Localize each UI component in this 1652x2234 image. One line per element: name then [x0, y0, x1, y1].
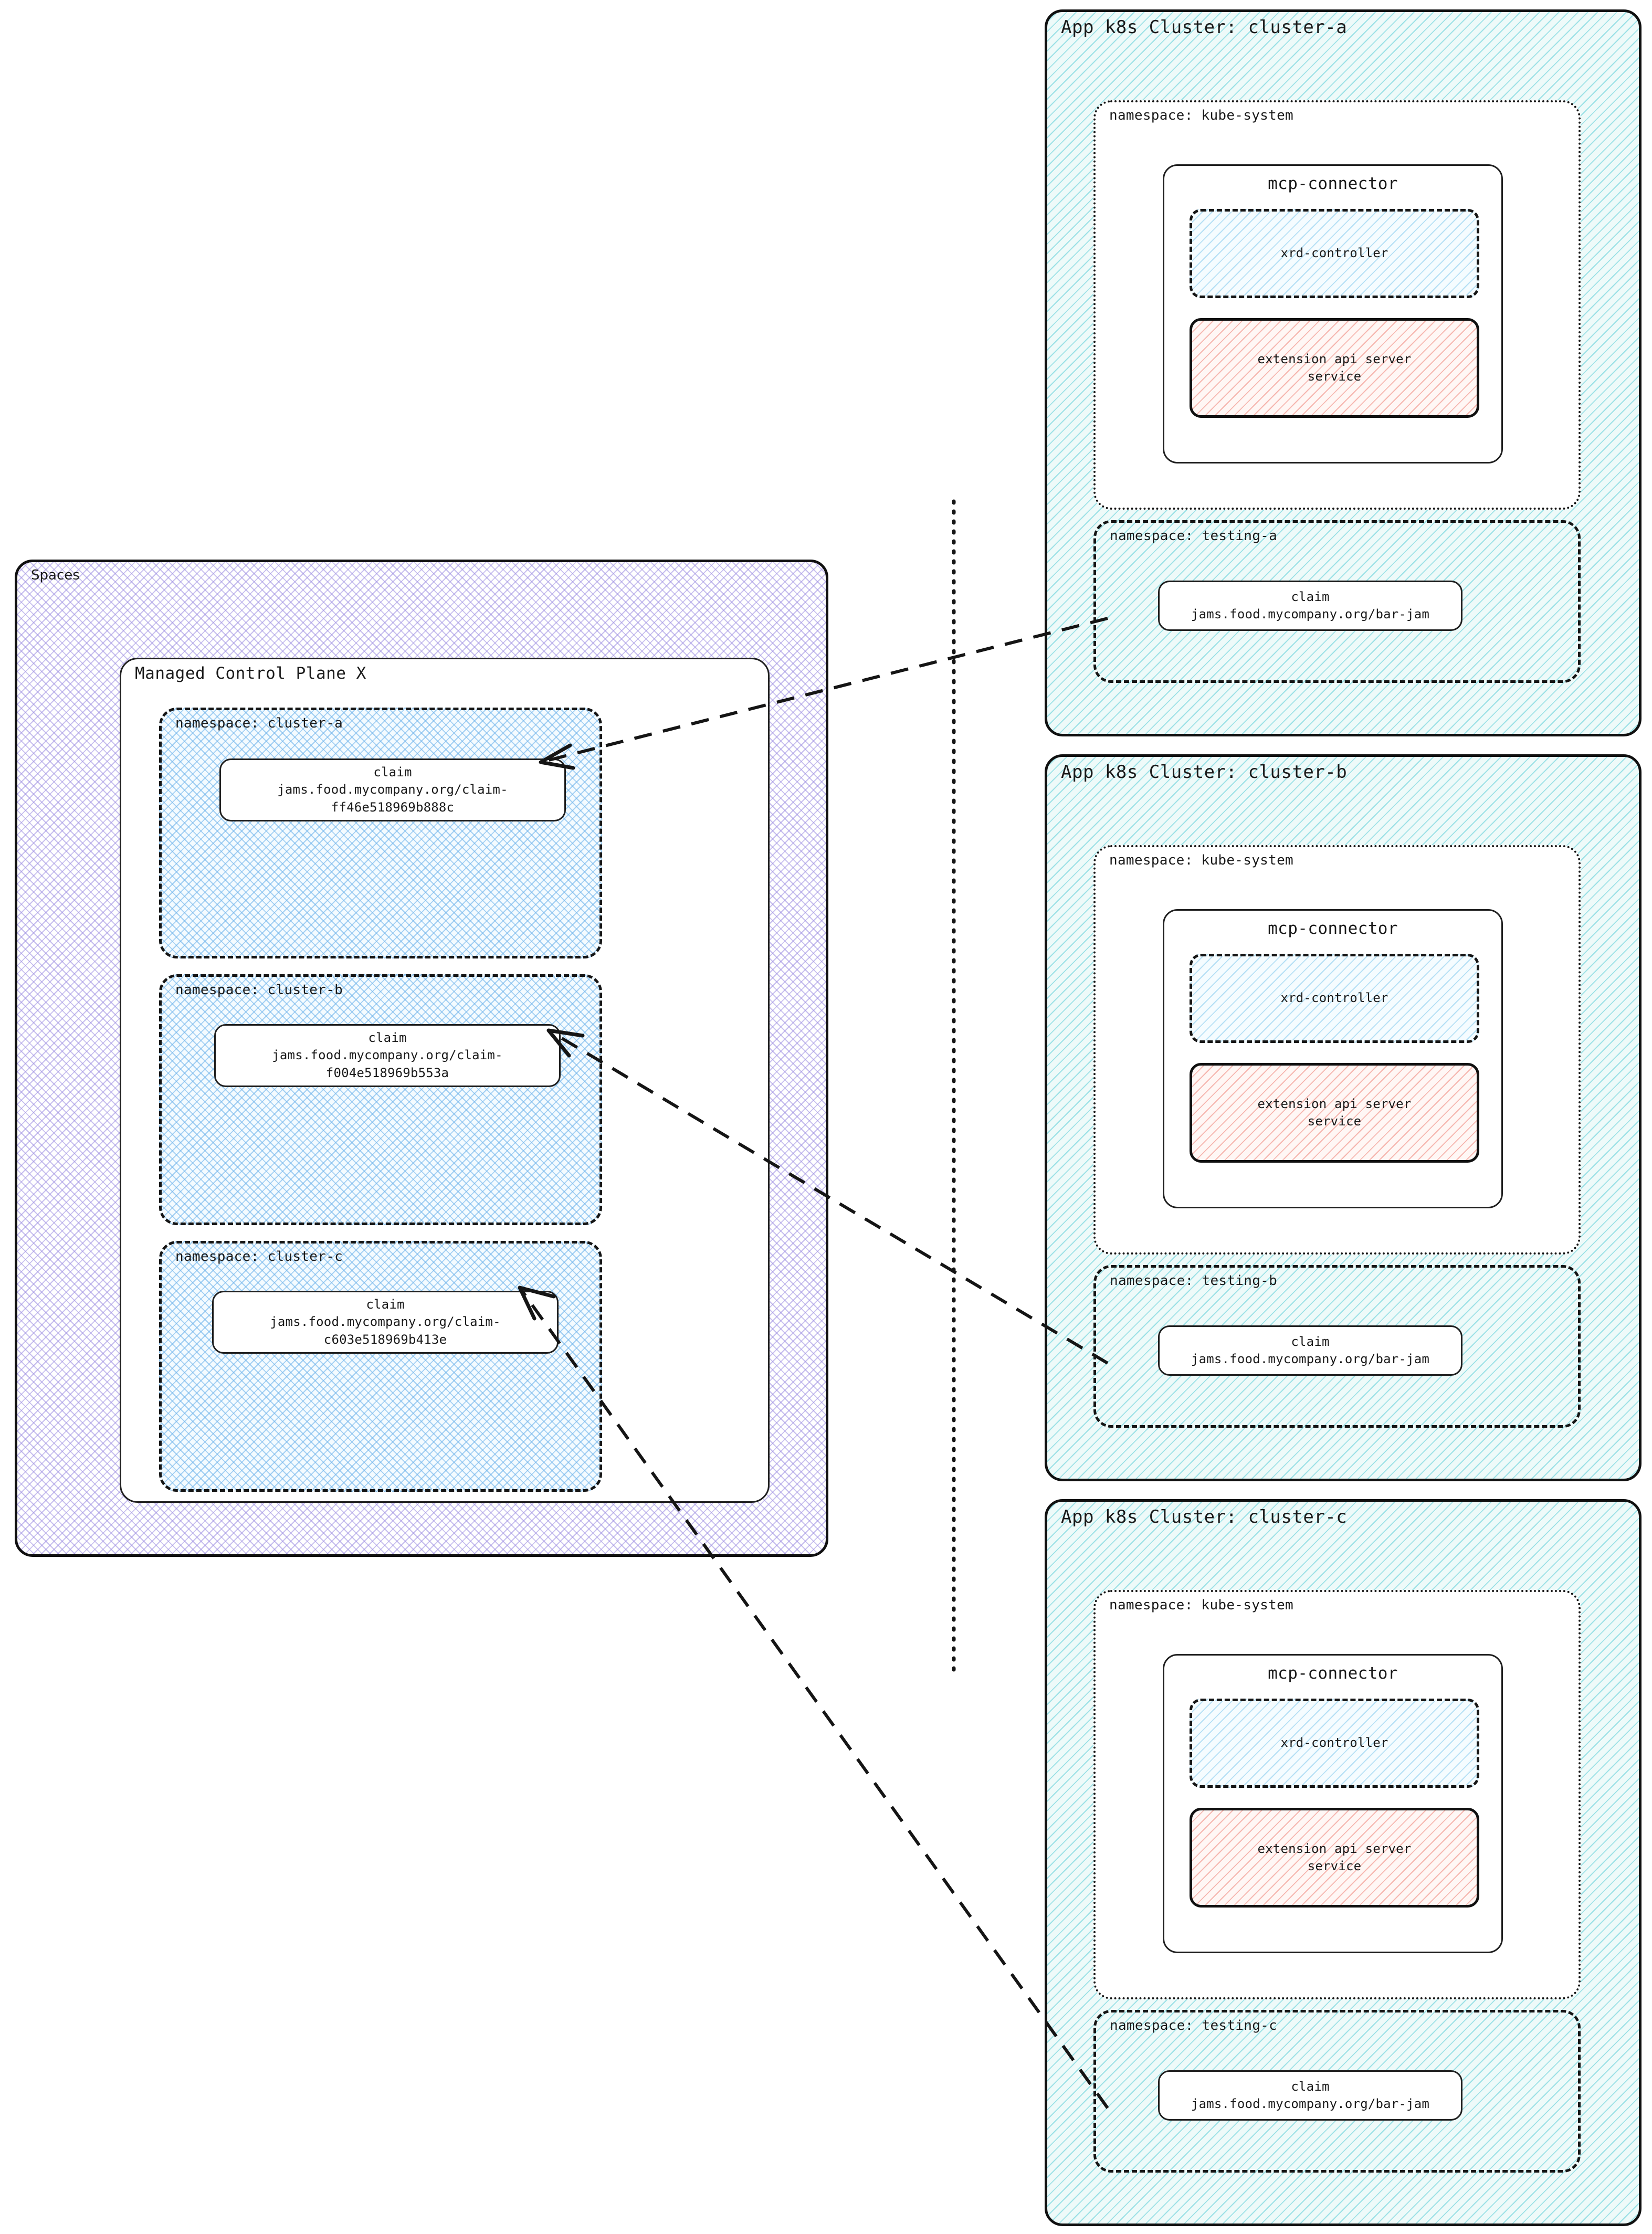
mcp-connector: mcp-connector xrd-controller extension a…	[1163, 164, 1503, 463]
namespace-label: namespace: testing-c	[1110, 2018, 1278, 2033]
xrd-controller-label: xrd-controller	[1280, 246, 1388, 261]
claim-ref-line-2: c603e518969b413e	[323, 1332, 447, 1347]
claim-kind: claim	[1291, 2079, 1330, 2094]
claim-ref-line-1: jams.food.mycompany.org/claim-	[272, 1048, 503, 1063]
cluster-title: App k8s Cluster: cluster-b	[1061, 762, 1348, 783]
api-server-line-2: service	[1307, 369, 1362, 384]
claim-kind: claim	[1291, 589, 1330, 604]
xrd-controller-label: xrd-controller	[1280, 1735, 1388, 1751]
api-server-line-1: extension api server	[1257, 1096, 1412, 1111]
spaces-container: Spaces Managed Control Plane X namespace…	[15, 560, 828, 1557]
namespace-label: namespace: testing-a	[1110, 528, 1278, 544]
cluster-title: App k8s Cluster: cluster-c	[1061, 1506, 1348, 1527]
mcp-connector-title: mcp-connector	[1268, 1664, 1398, 1683]
xrd-controller-node[interactable]: xrd-controller	[1190, 1699, 1479, 1788]
namespace-label: namespace: cluster-c	[175, 1249, 343, 1264]
namespace-testing-a: namespace: testing-a claim jams.food.myc…	[1093, 520, 1581, 683]
namespace-testing-c: namespace: testing-c claim jams.food.myc…	[1093, 2010, 1581, 2173]
extension-api-server-service-node[interactable]: extension api server service	[1190, 1063, 1479, 1163]
namespace-label: namespace: cluster-a	[175, 715, 343, 731]
app-cluster-a: App k8s Cluster: cluster-a namespace: ku…	[1045, 9, 1642, 736]
mcp-connector: mcp-connector xrd-controller extension a…	[1163, 909, 1503, 1208]
namespace-label: namespace: kube-system	[1109, 852, 1293, 868]
claim-kind: claim	[1291, 1334, 1330, 1349]
app-cluster-b: App k8s Cluster: cluster-b namespace: ku…	[1045, 754, 1642, 1481]
claim-node-testing-c[interactable]: claim jams.food.mycompany.org/bar-jam	[1158, 2070, 1462, 2121]
api-server-line-2: service	[1307, 1859, 1362, 1873]
claim-node-testing-b[interactable]: claim jams.food.mycompany.org/bar-jam	[1158, 1325, 1462, 1376]
control-plane-label: Managed Control Plane X	[135, 664, 366, 683]
namespace-label: namespace: testing-b	[1110, 1273, 1278, 1289]
api-server-line-2: service	[1307, 1114, 1362, 1129]
claim-kind: claim	[366, 1297, 405, 1312]
claim-ref-line-1: jams.food.mycompany.org/claim-	[270, 1314, 501, 1330]
claim-ref: jams.food.mycompany.org/bar-jam	[1191, 607, 1430, 621]
claim-kind: claim	[373, 765, 412, 780]
mcp-connector-title: mcp-connector	[1268, 174, 1398, 193]
xrd-controller-node[interactable]: xrd-controller	[1190, 209, 1479, 298]
namespace-kube-system: namespace: kube-system mcp-connector xrd…	[1093, 845, 1581, 1255]
namespace-kube-system: namespace: kube-system mcp-connector xrd…	[1093, 100, 1581, 510]
namespace-cluster-a: namespace: cluster-a claim jams.food.myc…	[159, 708, 602, 958]
namespace-cluster-c: namespace: cluster-c claim jams.food.myc…	[159, 1241, 602, 1492]
managed-control-plane: Managed Control Plane X namespace: clust…	[120, 658, 770, 1503]
claim-ref: jams.food.mycompany.org/bar-jam	[1191, 1352, 1430, 1366]
namespace-label: namespace: cluster-b	[175, 982, 343, 998]
claim-node-cluster-c[interactable]: claim jams.food.mycompany.org/claim- c60…	[212, 1291, 559, 1354]
namespace-label: namespace: kube-system	[1109, 108, 1293, 123]
extension-api-server-service-node[interactable]: extension api server service	[1190, 1808, 1479, 1908]
claim-node-cluster-a[interactable]: claim jams.food.mycompany.org/claim- ff4…	[219, 758, 566, 821]
api-server-line-1: extension api server	[1257, 351, 1412, 366]
cluster-title: App k8s Cluster: cluster-a	[1061, 17, 1348, 38]
app-cluster-c: App k8s Cluster: cluster-c namespace: ku…	[1045, 1499, 1642, 2226]
claim-node-testing-a[interactable]: claim jams.food.mycompany.org/bar-jam	[1158, 581, 1462, 631]
claim-kind: claim	[368, 1030, 407, 1046]
extension-api-server-service-node[interactable]: extension api server service	[1190, 318, 1479, 418]
namespace-cluster-b: namespace: cluster-b claim jams.food.myc…	[159, 974, 602, 1225]
api-server-line-1: extension api server	[1257, 1841, 1412, 1856]
mcp-connector-title: mcp-connector	[1268, 919, 1398, 938]
claim-ref-line-1: jams.food.mycompany.org/claim-	[277, 782, 508, 797]
claim-ref-line-2: f004e518969b553a	[325, 1065, 449, 1080]
namespace-label: namespace: kube-system	[1109, 1597, 1293, 1613]
namespace-testing-b: namespace: testing-b claim jams.food.myc…	[1093, 1265, 1581, 1428]
claim-node-cluster-b[interactable]: claim jams.food.mycompany.org/claim- f00…	[214, 1024, 561, 1087]
spaces-label: Spaces	[31, 567, 80, 583]
mcp-connector: mcp-connector xrd-controller extension a…	[1163, 1654, 1503, 1953]
xrd-controller-label: xrd-controller	[1280, 990, 1388, 1006]
namespace-kube-system: namespace: kube-system mcp-connector xrd…	[1093, 1590, 1581, 1999]
claim-ref-line-2: ff46e518969b888c	[331, 799, 455, 815]
xrd-controller-node[interactable]: xrd-controller	[1190, 954, 1479, 1043]
claim-ref: jams.food.mycompany.org/bar-jam	[1191, 2096, 1430, 2111]
